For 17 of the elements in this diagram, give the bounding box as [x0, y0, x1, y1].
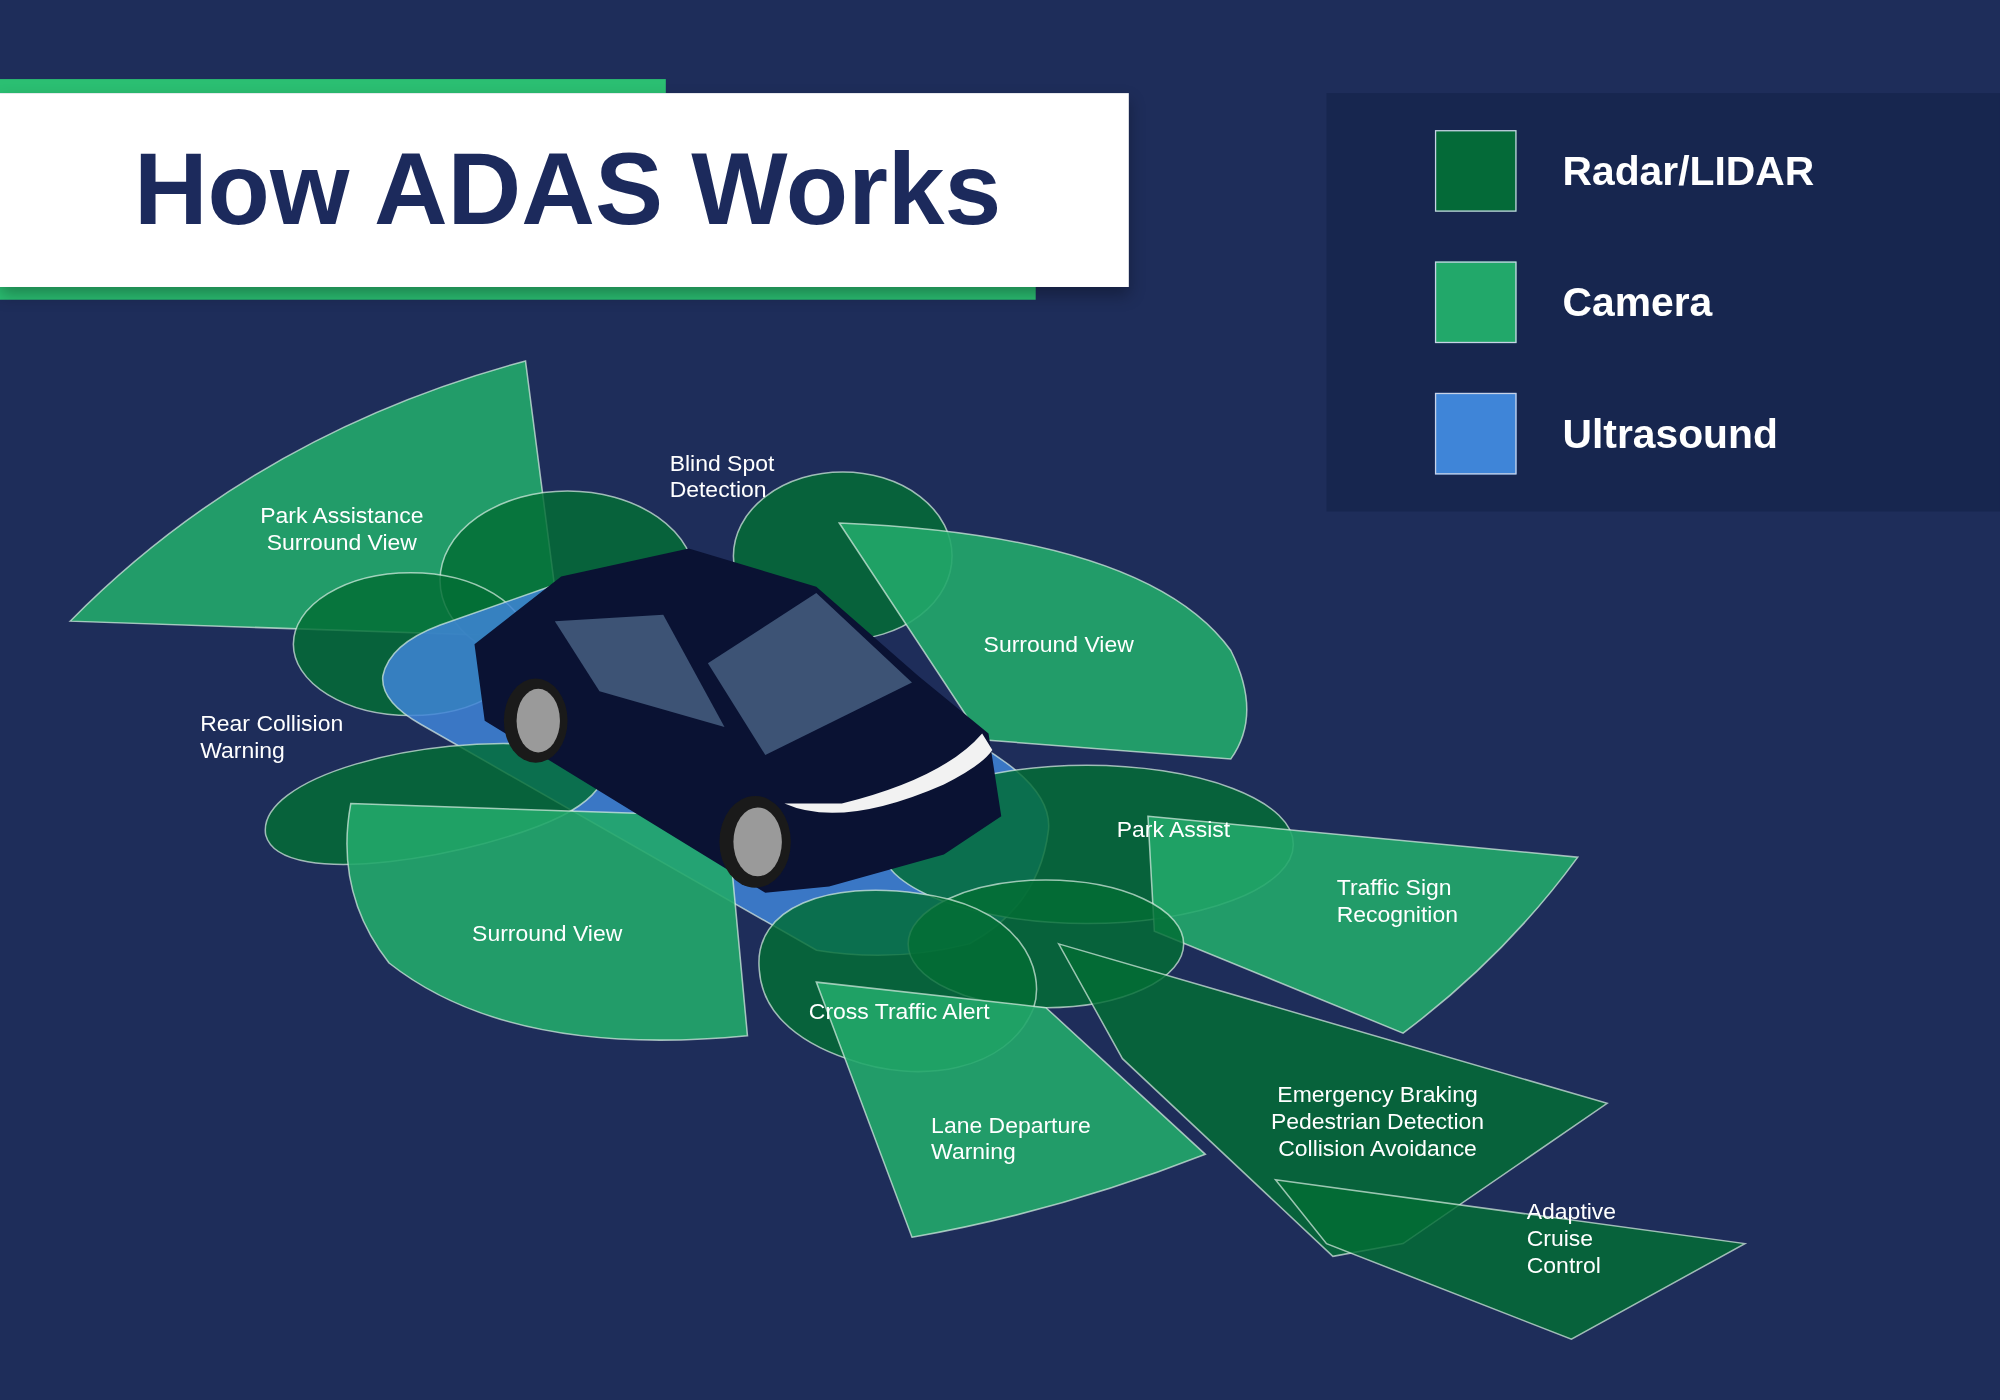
zone-label: Emergency Braking: [1276, 1081, 1479, 1109]
zone-label: Lane Departure Warning: [931, 1112, 1092, 1166]
zone-label: Blind Spot Detection: [669, 450, 776, 504]
legend-label: Radar/LIDAR: [1562, 146, 1815, 196]
zone-label: Park Assist: [1115, 816, 1232, 844]
legend-label: Camera: [1562, 278, 1713, 328]
zone-label: Park Assistance Surround View: [259, 502, 425, 557]
zone-label: Rear Collision Warning: [200, 710, 345, 764]
zone-label: Surround View: [471, 920, 624, 948]
zone-label: Collision Avoidance: [1277, 1135, 1478, 1162]
title-banner: How ADAS Works: [0, 93, 1129, 287]
zone-label: Surround View: [982, 631, 1135, 659]
zone-label: Adaptive Cruise Control: [1526, 1198, 1618, 1280]
zone-label: Pedestrian Detection: [1269, 1108, 1486, 1136]
zone-label: Traffic Sign Recognition: [1336, 875, 1459, 929]
zone-label: Cross Traffic Alert: [807, 998, 991, 1026]
legend-label: Ultrasound: [1562, 409, 1778, 459]
